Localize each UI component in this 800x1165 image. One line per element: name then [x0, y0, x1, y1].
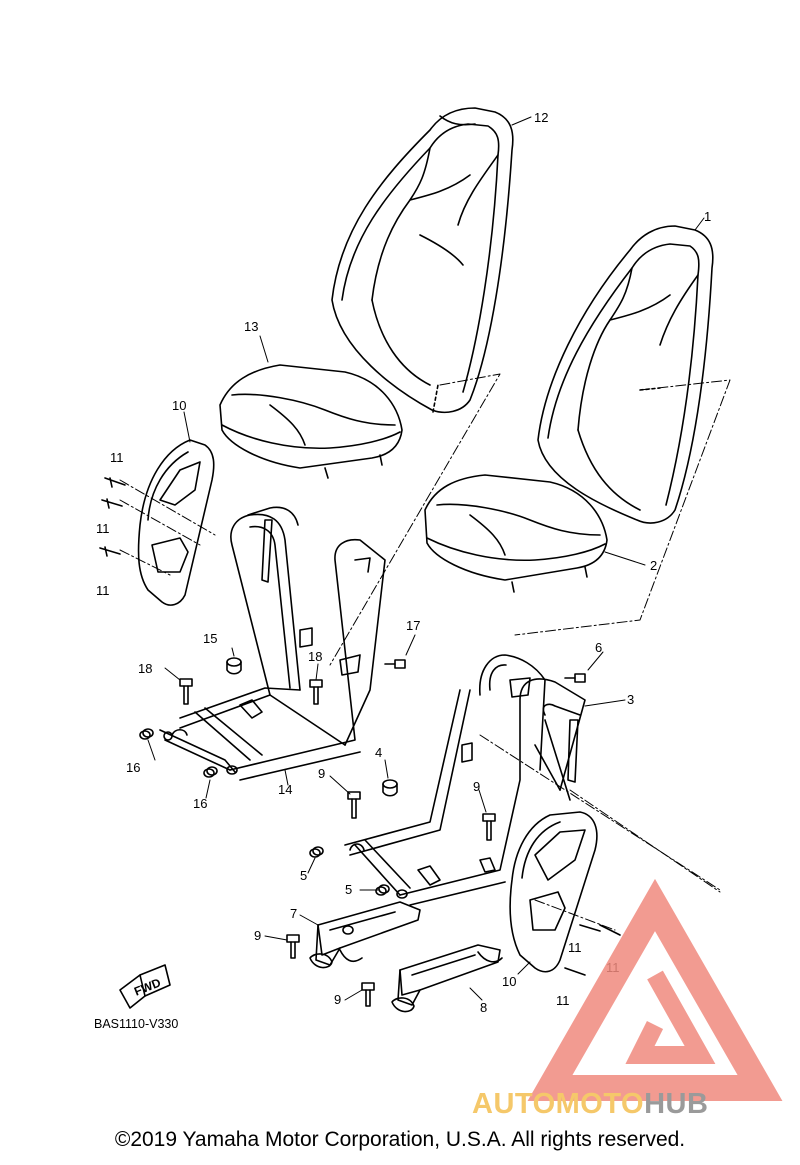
watermark-text: AUTOMOTOHUB: [472, 1088, 708, 1120]
fwd-arrow-icon: [119, 964, 171, 1009]
bushing-5-b: [375, 884, 390, 896]
bushing-16-b: [203, 766, 218, 778]
bolt-18-b: [309, 679, 323, 705]
watermark-logo: AUTOMOTOHUB: [472, 878, 783, 1120]
label-part-4: 4: [375, 745, 382, 760]
label-part-16a: 16: [126, 760, 140, 775]
label-part-9c: 9: [254, 928, 261, 943]
label-part-9d: 9: [334, 992, 341, 1007]
bolt-9-b: [482, 813, 496, 841]
label-part-7: 7: [290, 906, 297, 921]
side-panel-right: [509, 811, 598, 973]
hardware: [99, 477, 621, 1007]
seat-backrest-right: [537, 225, 714, 524]
label-part-12: 12: [534, 110, 548, 125]
label-part-1: 1: [704, 209, 711, 224]
label-part-11d: 11: [568, 940, 582, 955]
side-panel-left: [137, 439, 215, 606]
grommet-4: [382, 779, 398, 797]
label-part-11c: 11: [96, 583, 110, 598]
screw-6: [564, 673, 586, 683]
label-leaders: [147, 116, 705, 1001]
seat-frame-right: [344, 654, 586, 906]
label-part-16b: 16: [193, 796, 207, 811]
label-part-11f: 11: [556, 993, 570, 1008]
label-part-3: 3: [627, 692, 634, 707]
part-number-labels: 1 2 3 4 5 5 6 7 8 9 9 9 9 10 10 11 11 11…: [94, 110, 711, 1031]
label-part-15: 15: [203, 631, 217, 646]
label-part-5b: 5: [345, 882, 352, 897]
label-part-17: 17: [406, 618, 420, 633]
bolt-9-d: [361, 982, 375, 1007]
seat-rail-left: [309, 901, 421, 969]
bolt-18-a: [179, 678, 193, 705]
watermark-text-part2: HUB: [644, 1088, 708, 1120]
watermark-text-part1: AUTOMOTO: [472, 1088, 644, 1120]
reference-code: BAS1110-V330: [94, 1017, 178, 1031]
assembly-leader-lines: [119, 373, 731, 931]
pins-11-left: [99, 477, 126, 557]
label-part-6: 6: [595, 640, 602, 655]
seat-cushion-left: [219, 364, 403, 479]
label-part-9a: 9: [318, 766, 325, 781]
copyright-notice: ©2019 Yamaha Motor Corporation, U.S.A. A…: [114, 1128, 686, 1151]
bushing-5-a: [309, 846, 324, 858]
label-part-13: 13: [244, 319, 258, 334]
label-part-8: 8: [480, 1000, 487, 1015]
seat-backrest-left: [331, 107, 514, 414]
label-part-18b: 18: [308, 649, 322, 664]
seat-rail-right: [391, 944, 503, 1013]
bolt-9-a: [347, 791, 361, 819]
pins-11-right: [564, 924, 621, 976]
label-part-5a: 5: [300, 868, 307, 883]
label-part-18a: 18: [138, 661, 152, 676]
bushing-16-a: [139, 728, 154, 740]
label-part-11b: 11: [96, 521, 110, 536]
grommet-15: [226, 657, 242, 675]
label-part-14: 14: [278, 782, 292, 797]
label-part-9b: 9: [473, 779, 480, 794]
label-part-10b: 10: [502, 974, 516, 989]
bolt-9-c: [286, 934, 300, 959]
seat-frame-left: [159, 506, 386, 781]
screw-17: [384, 659, 406, 669]
label-part-11a: 11: [110, 450, 124, 465]
seat-cushion-right: [424, 474, 608, 593]
label-part-10a: 10: [172, 398, 186, 413]
label-part-2: 2: [650, 558, 657, 573]
